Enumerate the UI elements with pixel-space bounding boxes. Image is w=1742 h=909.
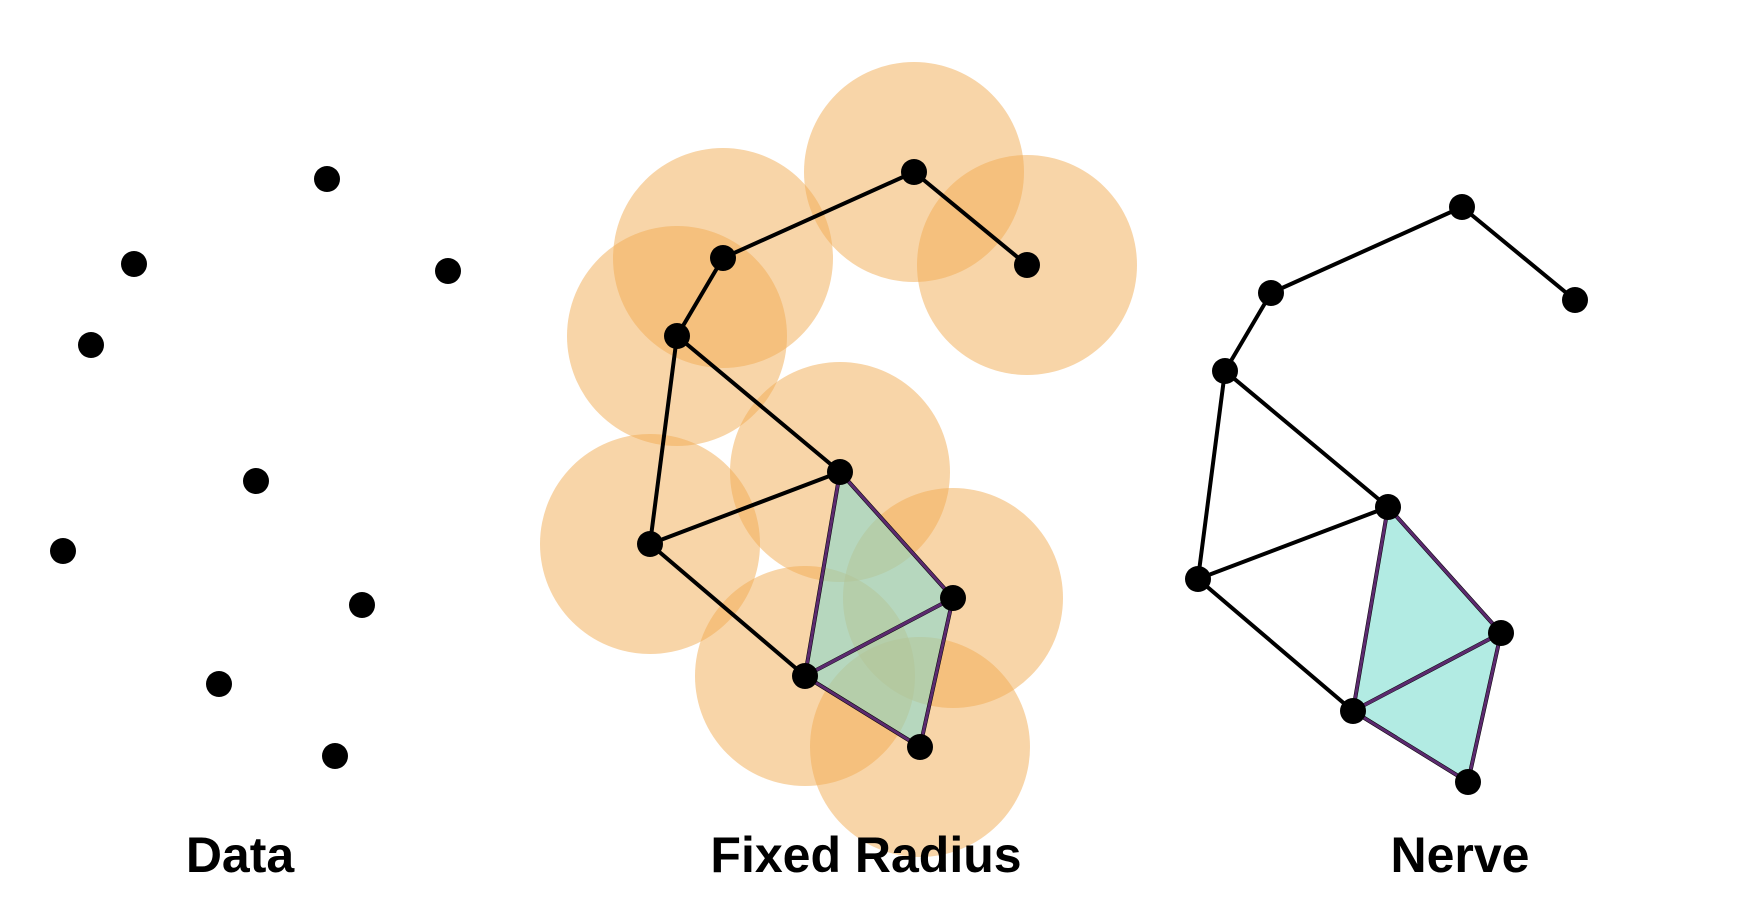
nerve-edge xyxy=(1223,291,1273,373)
fixed-radius-vertex xyxy=(907,734,933,760)
data-point xyxy=(435,258,461,284)
fixed-radius-edge xyxy=(675,256,725,338)
nerve-vertex xyxy=(1488,620,1514,646)
fixed-radius-vertex xyxy=(792,663,818,689)
data-point xyxy=(121,251,147,277)
fixed-radius-edge xyxy=(648,470,842,546)
data-point xyxy=(243,468,269,494)
fixed-radius-edge xyxy=(912,170,1029,267)
nerve-vertex xyxy=(1375,494,1401,520)
nerve-vertex xyxy=(1212,358,1238,384)
fixed-radius-vertex xyxy=(1014,252,1040,278)
nerve-vertex xyxy=(1185,566,1211,592)
fixed-radius-triangle-outline xyxy=(803,596,955,749)
data-panel-label: Data xyxy=(185,827,295,883)
fixed-radius-vertex xyxy=(940,585,966,611)
fixed-radius-edge xyxy=(648,334,679,546)
data-point xyxy=(314,166,340,192)
fixed-radius-edge xyxy=(721,170,916,260)
fixed-radius-vertex xyxy=(637,531,663,557)
nerve-edge xyxy=(1223,369,1390,509)
data-point xyxy=(349,592,375,618)
nerve-vertex xyxy=(1340,698,1366,724)
fixed-radius-vertex xyxy=(664,323,690,349)
nerve-edge xyxy=(1196,577,1355,713)
nerve-edge xyxy=(1269,205,1464,295)
nerve-edge xyxy=(1460,205,1577,302)
data-point xyxy=(50,538,76,564)
nerve-panel xyxy=(1185,194,1588,795)
nerve-vertex xyxy=(1562,287,1588,313)
nerve-edge xyxy=(1196,369,1227,581)
data-point xyxy=(206,671,232,697)
data-point xyxy=(322,743,348,769)
data-panel xyxy=(50,166,461,769)
fixed-radius-vertex xyxy=(901,159,927,185)
fixed-radius-edge xyxy=(675,334,842,474)
fixed-radius-vertex xyxy=(710,245,736,271)
nerve-edge xyxy=(1196,505,1390,581)
nerve-vertex xyxy=(1258,280,1284,306)
fixed-radius-vertex xyxy=(827,459,853,485)
fixed-radius-edge xyxy=(648,542,807,678)
nerve-triangle-outline xyxy=(1351,631,1503,784)
data-point xyxy=(78,332,104,358)
nerve-vertex xyxy=(1449,194,1475,220)
fixed-radius-panel xyxy=(637,159,1040,760)
nerve-panel-label: Nerve xyxy=(1390,827,1530,883)
fixed-radius-panel-label: Fixed Radius xyxy=(710,827,1022,883)
nerve-vertex xyxy=(1455,769,1481,795)
